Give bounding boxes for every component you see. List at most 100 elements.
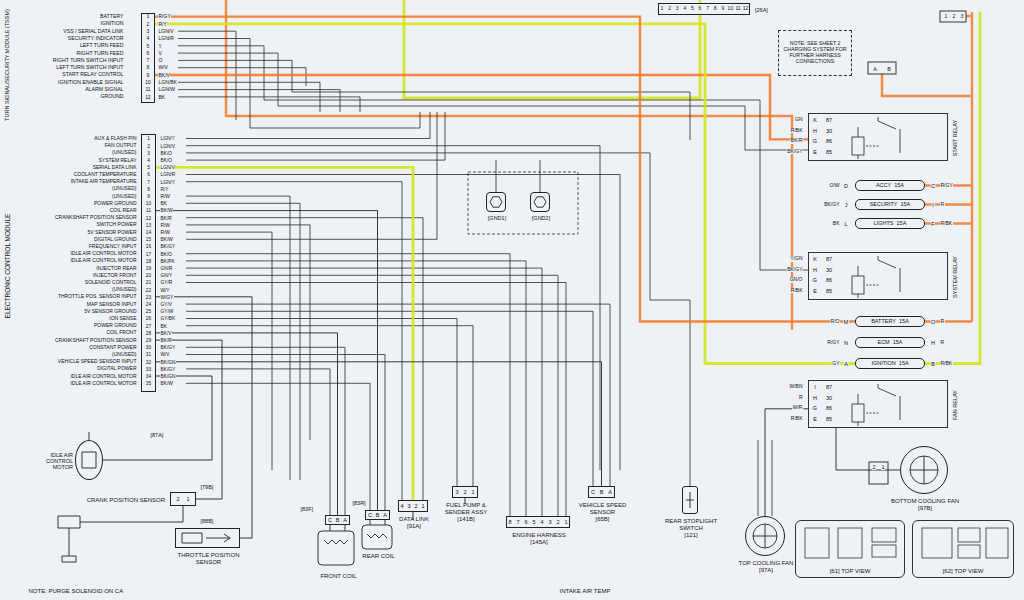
pin-number: 3	[960, 14, 964, 20]
wire-color-code: BK/R	[160, 216, 172, 221]
pin-number: 2	[146, 22, 150, 28]
pin-letter: A	[383, 512, 388, 518]
note-text: NOTE: PURGE SOLENOID ON CA	[28, 588, 124, 595]
pin-name: (UNUSED)	[112, 150, 137, 156]
highlighted-ignition-wire	[404, 0, 700, 98]
part-label: [97B]	[880, 505, 970, 512]
wire-color-code: Y/GN	[790, 256, 803, 262]
pin-number: 17	[145, 252, 151, 257]
connector-number: [79B]	[200, 484, 214, 490]
pin-number: 30	[145, 345, 151, 350]
pin-number: 26	[145, 316, 151, 321]
harness-wire	[178, 39, 420, 129]
harness-wire	[178, 46, 808, 270]
part-label: VEHICLE SPEED SENSOR	[575, 502, 631, 516]
wire-color-code: BK	[832, 221, 840, 227]
harness-wire	[186, 319, 457, 487]
wire-color-code: R/GY	[940, 183, 953, 189]
part-label: [26A]	[755, 7, 785, 13]
pin-name: INJECTOR FRONT	[92, 273, 137, 279]
pin-number: 13	[145, 223, 151, 228]
wire-color-code: R/BK	[940, 361, 953, 367]
part-label: [121]	[661, 532, 721, 539]
pin-number: 15	[145, 237, 151, 242]
pin-number: 25	[145, 309, 151, 314]
harness-wire	[178, 53, 808, 150]
wire-color-code: W/Y	[160, 288, 170, 293]
pin-letter: I	[932, 202, 935, 208]
pin-letter: C	[328, 517, 333, 523]
pin-number: 3	[675, 6, 679, 12]
pin-name: BATTERY	[100, 14, 124, 20]
part-label: FAN RELAY	[952, 381, 958, 429]
terminal-number: 86	[825, 405, 832, 411]
wire-color-code: BK/PK	[160, 259, 175, 264]
wire-color-code: BK/GY	[160, 345, 176, 350]
pin-name: IDLE AIR CONTROL MOTOR	[70, 251, 137, 257]
pin-letter: C	[591, 489, 596, 495]
harness-wire	[186, 311, 593, 486]
component-symbol	[182, 533, 230, 543]
pin-name: INTAKE AIR TEMPERATURE	[70, 179, 137, 185]
top-view-panel: [62] TOP VIEW	[912, 520, 1014, 578]
part-label: DATA LINK	[392, 516, 436, 523]
pin-number: 14	[145, 230, 151, 235]
wire-color-code: W/GY	[160, 295, 174, 300]
wire-color-code: BK	[160, 324, 167, 329]
pin-name: SOLENOID CONTROL	[84, 280, 137, 286]
pin-letter: I	[814, 384, 817, 390]
part-label: BATTERY	[871, 318, 896, 324]
pin-number: 35	[145, 381, 151, 386]
pin-number: 7	[516, 519, 520, 525]
sensor-connector: CRANK POSITION SENSOR	[170, 492, 196, 506]
pin-number: 33	[145, 367, 151, 372]
pin-number: 31	[145, 352, 151, 357]
wire-color-code: BK/W	[160, 208, 173, 213]
wire-color-code: LGN/Y	[160, 180, 175, 185]
wire-color-code: GY/V	[160, 302, 172, 307]
pin-number: 1	[564, 519, 568, 525]
pin-number: 3	[146, 29, 150, 35]
pin-letter: E	[813, 149, 818, 155]
harness-wire	[178, 68, 306, 86]
part-label: [65B]	[575, 516, 631, 523]
pin-name: THROTTLE POS. SENSOR INPUT	[57, 294, 137, 300]
pin-name: IDLE AIR CONTROL MOTOR	[70, 381, 137, 387]
harness-wire	[186, 347, 345, 515]
pin-name: POWER GROUND	[94, 323, 138, 329]
part-label: 15A	[894, 182, 904, 188]
pin-letter: A	[343, 517, 348, 523]
wire-color-code: LGN/V	[160, 165, 175, 170]
wire-color-code: LGN/BK	[158, 80, 177, 86]
pin-name: IDLE AIR CONTROL MOTOR	[70, 258, 137, 264]
highlighted-ignition-wire	[925, 12, 980, 364]
pin-number: 5	[146, 44, 150, 50]
pin-letter: B	[335, 517, 340, 523]
pin-number: 4	[540, 519, 544, 525]
pin-letter: A	[873, 66, 878, 72]
relay-symbol	[858, 117, 900, 159]
pin-name: DIGITAL GROUND	[93, 237, 137, 243]
text-group: CRANK POSITION SENSOR	[73, 497, 165, 504]
pin-number: 4	[146, 36, 150, 42]
text-group: VEHICLE SPEED SENSOR[65B]	[575, 502, 631, 523]
pin-letter: A	[608, 489, 613, 495]
pin-number: 18	[145, 259, 151, 264]
pin-number: 7	[706, 6, 710, 12]
pin-number: 1	[146, 14, 150, 20]
pin-name: VEHICLE SPEED SENSOR INPUT	[57, 359, 137, 365]
connector-number: [83F]	[300, 506, 314, 512]
part-label: FUEL PUMP & SENDER ASSY	[437, 502, 495, 516]
pin-number: 19	[145, 266, 151, 271]
terminal-number: 85	[825, 416, 832, 422]
wire-color-code: BK/GY	[787, 149, 803, 155]
terminal-number: 85	[825, 288, 832, 294]
fan-symbol: TOP COOLING FAN[97A]	[745, 516, 785, 556]
wire-color-code: R/BK	[790, 416, 803, 422]
harness-wire	[186, 355, 385, 511]
pin-number: 1	[421, 503, 425, 509]
component-symbol	[82, 432, 96, 468]
text-group: THROTTLE POSITION SENSOR	[167, 552, 251, 566]
wire-color-code: BK/GN	[160, 360, 176, 365]
